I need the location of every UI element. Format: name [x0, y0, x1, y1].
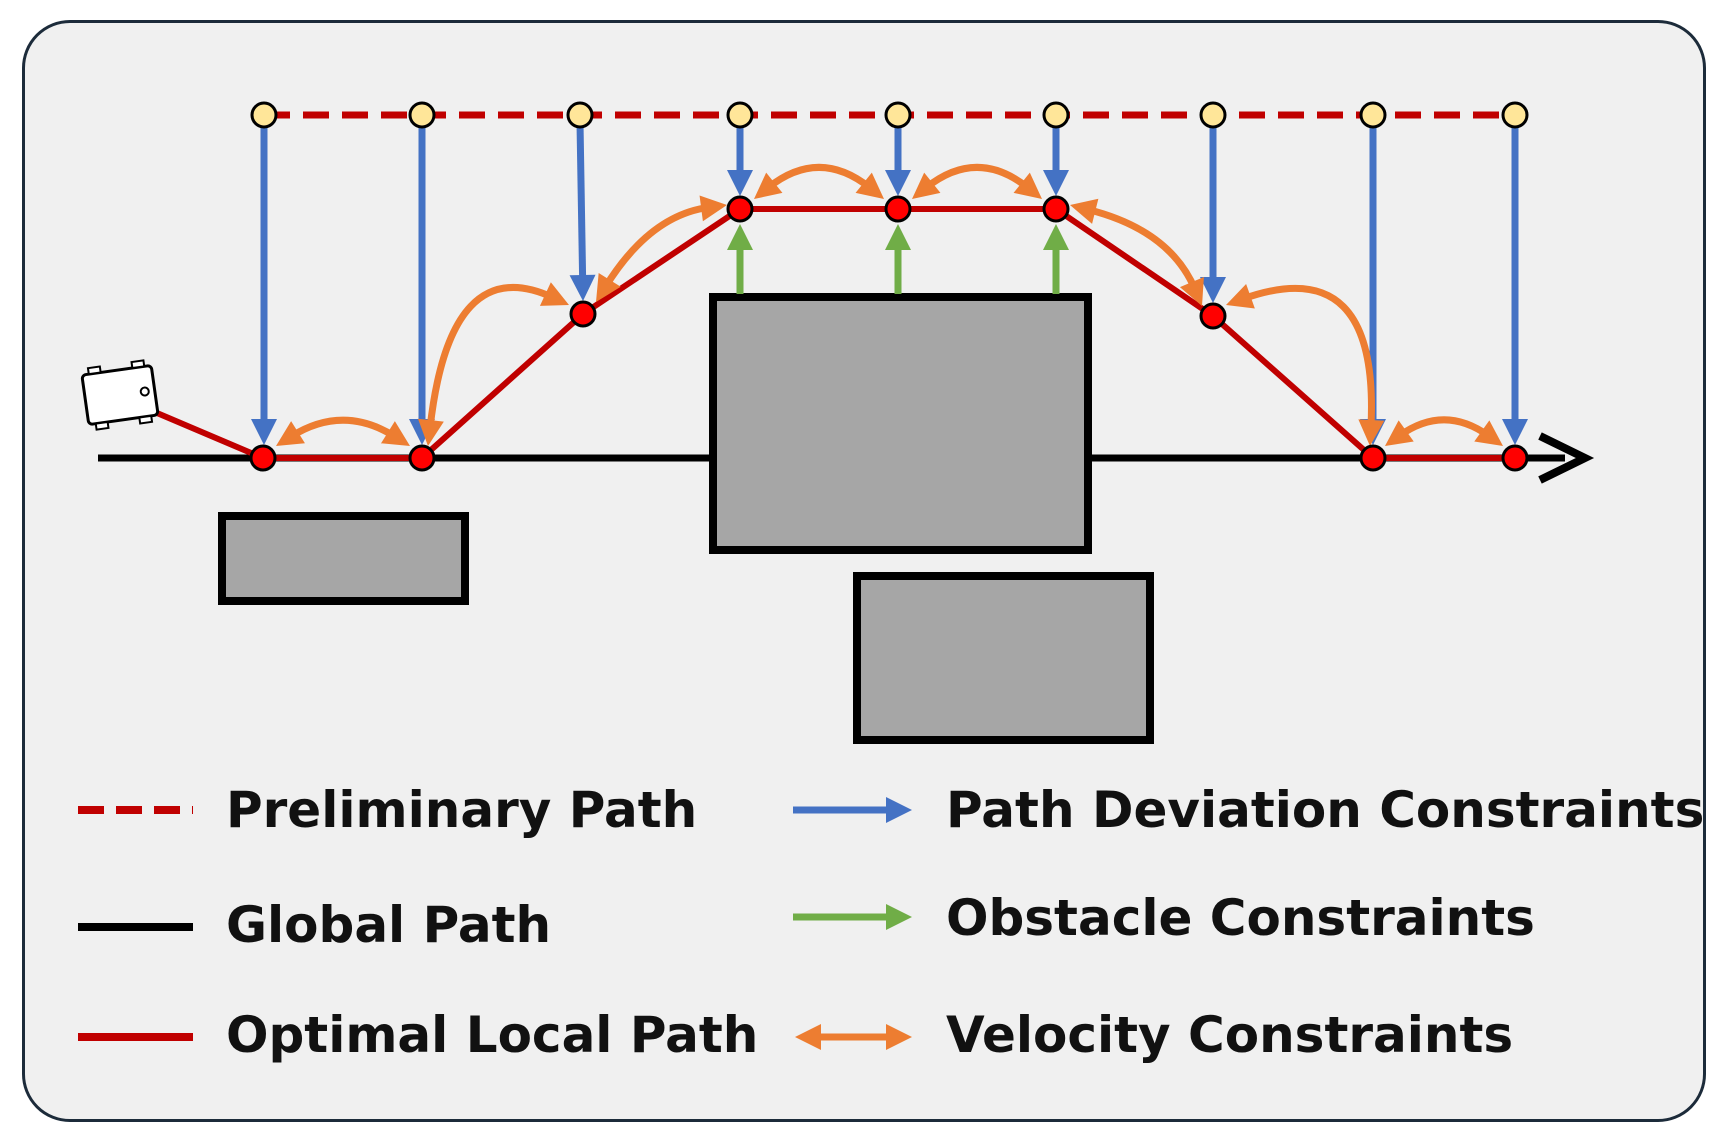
legend-symbol-obstacle-head: [886, 904, 912, 930]
deviation-arrow-3-head: [569, 274, 596, 301]
velocity-arrow-6-curve: [1086, 205, 1199, 291]
velocity-arrow-6-head-a: [1070, 198, 1099, 224]
global-path-arrowhead: [1538, 432, 1595, 484]
deviation-arrow-5-head: [885, 170, 911, 196]
preliminary-node-9: [1501, 101, 1529, 129]
velocity-arrow-8-curve: [1397, 416, 1491, 439]
deviation-arrow-6-head: [1043, 170, 1069, 196]
preliminary-node-8: [1359, 101, 1387, 129]
velocity-arrow-7-head-b: [1358, 419, 1385, 446]
legend-symbol-velocity-head-a: [795, 1024, 821, 1050]
legend-symbol-deviation-head: [886, 797, 912, 823]
optimal-node-5: [884, 195, 912, 223]
vehicle-icon: [80, 359, 160, 431]
optimal-node-6: [1042, 195, 1070, 223]
preliminary-nodes: [250, 101, 1529, 129]
legend-symbol-velocity-head-b: [886, 1024, 912, 1050]
optimal-node-1: [249, 444, 277, 472]
velocity-arrow-4-curve: [765, 164, 873, 191]
optimal-node-8: [1359, 444, 1387, 472]
preliminary-node-6: [1042, 101, 1070, 129]
velocity-arrow-3-head-a: [596, 273, 621, 302]
obstacle-small-left: [218, 512, 469, 605]
legend-label-velocity: Velocity Constraints: [946, 1006, 1514, 1064]
preliminary-node-7: [1199, 101, 1227, 129]
preliminary-node-4: [726, 101, 754, 129]
velocity-arrow-5-head-a: [912, 172, 941, 199]
velocity-arrow-6-head-b: [1179, 276, 1204, 306]
velocity-arrow-7-curve: [1241, 284, 1375, 429]
deviation-arrow-3-shaft: [576, 122, 587, 282]
velocity-arrow-5-head-b: [1013, 172, 1042, 199]
optimal-local-path: [155, 206, 1515, 461]
velocity-arrow-1-head-a: [276, 421, 305, 446]
velocity-arrow-3-head-b: [699, 195, 727, 222]
optimal-node-9: [1501, 444, 1529, 472]
preliminary-node-5: [884, 101, 912, 129]
obstacle-large-center: [709, 293, 1092, 554]
deviation-arrow-9-head: [1502, 419, 1528, 445]
velocity-arrow-3-curve: [602, 203, 710, 289]
deviation-arrow-7-head: [1200, 277, 1226, 303]
obstacle-arrow-3-head: [1043, 224, 1069, 250]
obstacle-arrow-2-head: [885, 224, 911, 250]
obstacle-arrow-1-head: [727, 224, 753, 250]
optimal-node-4: [726, 195, 754, 223]
velocity-arrow-8-head-a: [1385, 420, 1414, 446]
preliminary-node-1: [250, 101, 278, 129]
velocity-arrow-2-curve: [426, 284, 555, 429]
velocity-arrow-1-head-b: [381, 421, 410, 446]
preliminary-node-2: [408, 101, 436, 129]
optimal-node-3: [569, 300, 597, 328]
velocity-arrow-2-head-a: [417, 418, 444, 446]
velocity-arrow-1-curve: [289, 416, 397, 440]
velocity-arrow-7-head-a: [1226, 284, 1255, 309]
velocity-constraint-arrows: [276, 164, 1503, 446]
deviation-arrow-4-head: [727, 170, 753, 196]
velocity-arrow-2-head-b: [539, 282, 569, 306]
optimal-node-2: [408, 444, 436, 472]
deviation-arrow-1-head: [251, 419, 277, 445]
legend-label-preliminary: Preliminary Path: [226, 781, 698, 839]
obstacle-constraint-arrows: [727, 224, 1069, 294]
legend-label-global: Global Path: [226, 896, 552, 954]
legend-label-deviation: Path Deviation Constraints: [946, 781, 1705, 839]
velocity-arrow-5-curve: [923, 164, 1031, 191]
legend-label-optimal: Optimal Local Path: [226, 1006, 759, 1064]
optimal-node-7: [1199, 302, 1227, 330]
optimal-nodes: [249, 195, 1529, 472]
velocity-arrow-4-head-a: [754, 172, 783, 199]
velocity-arrow-4-head-b: [855, 172, 884, 199]
obstacle-bottom-center: [853, 572, 1154, 744]
legend-label-obstacle: Obstacle Constraints: [946, 889, 1535, 947]
velocity-arrow-8-head-b: [1474, 420, 1503, 446]
preliminary-node-3: [566, 101, 594, 129]
